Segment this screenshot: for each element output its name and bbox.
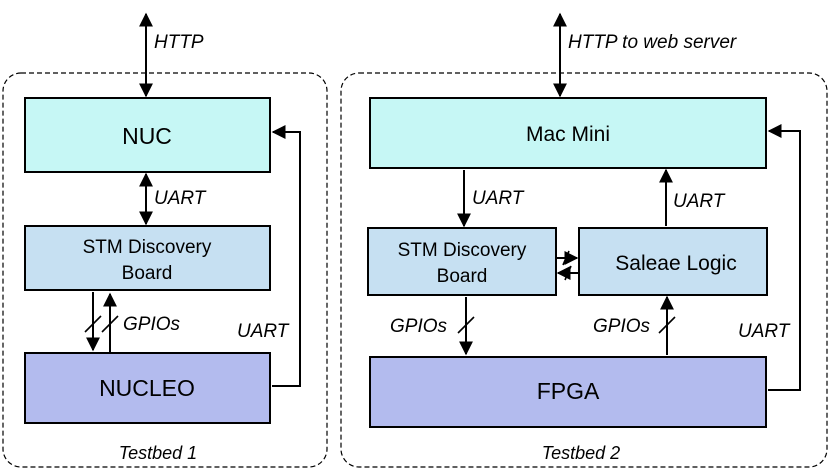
bus-slash-2 — [564, 265, 572, 281]
testbed1-caption: Testbed 1 — [119, 443, 197, 463]
testbed1-gpio-slash-2 — [101, 315, 119, 333]
nuc-box — [24, 97, 271, 173]
testbed2-stm-label-line1: STM Discovery — [398, 240, 527, 261]
bus-slash-1 — [562, 250, 570, 266]
saleae-logic-label: Saleae Logic — [615, 252, 736, 275]
testbed1-http-label: HTTP — [154, 32, 204, 53]
testbed2-stm-box — [367, 227, 557, 296]
testbed2-stm-label-line2: Board — [437, 266, 488, 287]
testbed2-side-uart-arrow — [767, 124, 801, 391]
testbed2-uart-saleae-mac-label: UART — [673, 191, 726, 212]
testbed1-stm-label-line2: Board — [122, 263, 173, 284]
testbed2-gpio-left-slash — [457, 316, 475, 334]
nucleo-box — [24, 352, 271, 424]
testbed2-gpios-right-label: GPIOs — [593, 316, 651, 337]
testbed1-frame — [2, 72, 328, 468]
testbed1-uart-label: UART — [154, 188, 207, 209]
testbed1-side-uart-label: UART — [237, 321, 290, 342]
testbed1-stm-box — [24, 225, 271, 291]
testbed2-gpio-right-slash — [658, 316, 676, 334]
testbed2-uart-mac-stm-label: UART — [472, 188, 525, 209]
nucleo-label: NUCLEO — [99, 375, 195, 401]
mac-mini-label: Mac Mini — [526, 123, 610, 146]
mac-mini-box — [369, 97, 767, 169]
testbed1-side-uart-arrow — [271, 125, 301, 387]
fpga-box — [369, 356, 767, 428]
testbed2-http-label: HTTP to web server — [568, 32, 737, 53]
testbed1-gpios-label: GPIOs — [123, 314, 181, 335]
saleae-logic-box — [578, 227, 768, 296]
testbed1-stm-label-line1: STM Discovery — [83, 237, 212, 258]
fpga-label: FPGA — [537, 378, 600, 404]
testbed2-frame — [340, 72, 828, 468]
testbed2-gpios-left-label: GPIOs — [390, 316, 448, 337]
testbed2-side-uart-label: UART — [738, 321, 791, 342]
testbed2-caption: Testbed 2 — [542, 443, 620, 463]
testbed1-gpio-slash-1 — [84, 315, 102, 333]
nuc-label: NUC — [122, 123, 172, 149]
